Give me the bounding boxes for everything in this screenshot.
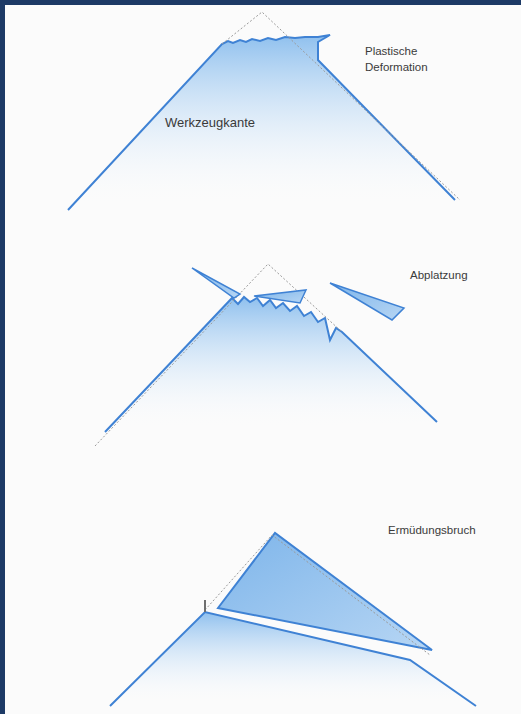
- label-holder: Plastische Deformation: [365, 44, 445, 75]
- wedge-fill: [68, 35, 455, 210]
- fatigue-edge: [110, 533, 476, 706]
- label-holder: Abplatzung: [410, 268, 510, 284]
- label-holder: Ermüdungsbruch: [388, 523, 508, 539]
- original-edge: [222, 12, 460, 200]
- failure-label: Abplatzung: [410, 268, 510, 284]
- edge-label: Werkzeugkante: [165, 115, 255, 130]
- chipping-edge: [95, 264, 437, 446]
- wedge-edge: [68, 35, 455, 210]
- failure-label: Plastische Deformation: [365, 44, 445, 75]
- wedge-outline: [60, 8, 470, 218]
- failure-label: Ermüdungsbruch: [388, 523, 508, 539]
- tool-edge-wedge: Werkzeugkante: [60, 8, 470, 218]
